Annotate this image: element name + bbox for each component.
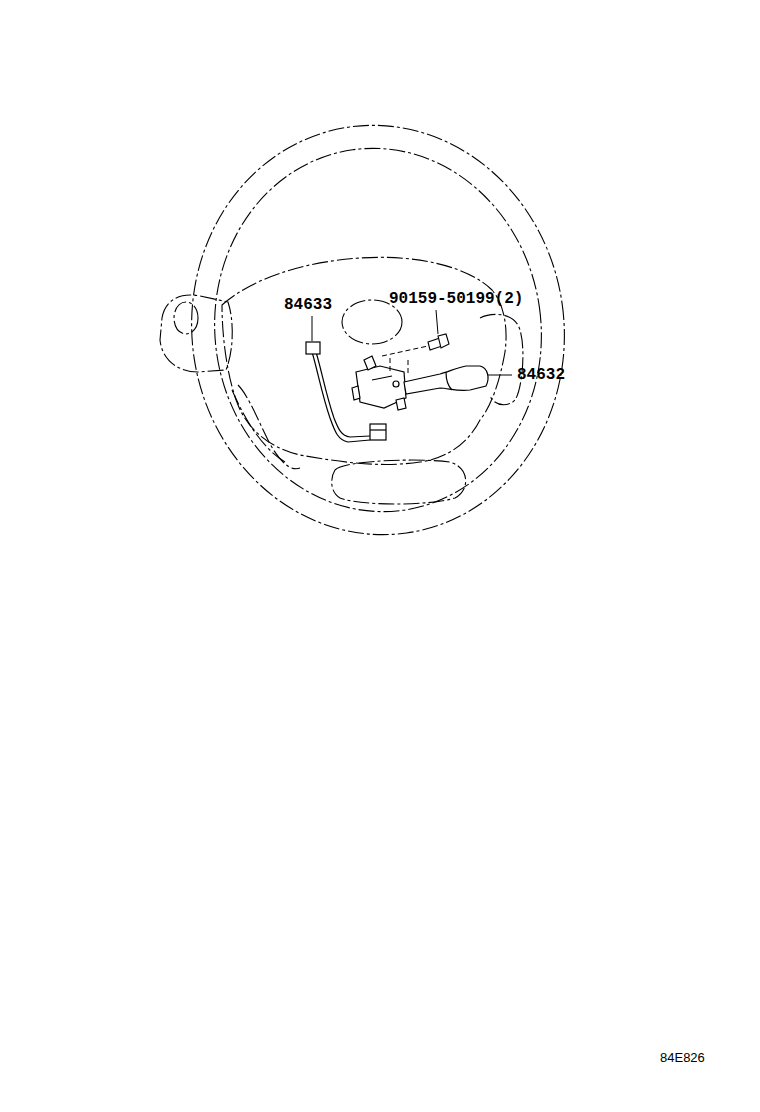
left-spoke — [238, 385, 300, 469]
callout-number: 84632 — [517, 367, 565, 383]
bolt-head — [438, 334, 449, 348]
switch-tab — [352, 386, 360, 400]
callout-number: 84633 — [284, 297, 332, 313]
leader-lines — [312, 310, 512, 375]
lever-detail — [446, 372, 452, 390]
switch-pivot — [393, 381, 399, 387]
left-spoke-inner — [232, 390, 285, 462]
figure-number: 84E826 — [660, 1051, 705, 1064]
switch-detail — [372, 376, 392, 380]
cruise-switch — [352, 356, 488, 410]
wire-connector — [370, 424, 386, 440]
rim-inner — [191, 127, 564, 533]
switch-tab — [396, 398, 406, 410]
leader-line — [488, 375, 512, 376]
bolt-guide — [390, 358, 391, 372]
right-spoke — [480, 314, 523, 404]
switch-tab — [364, 356, 376, 370]
wire — [316, 352, 370, 437]
bolt-guide — [382, 346, 428, 356]
wire-connector — [306, 342, 320, 354]
rim-outer — [165, 101, 590, 559]
lower-spoke — [332, 460, 466, 504]
connector-detail — [370, 429, 386, 430]
column-end — [174, 302, 198, 334]
bolt-guide — [408, 360, 409, 374]
wire-harness — [306, 342, 386, 442]
steering-column — [160, 295, 232, 372]
leader-line — [436, 310, 438, 334]
part-number: 90159-50199(2) — [389, 291, 523, 307]
leader-line — [312, 316, 313, 341]
bolt — [428, 334, 449, 350]
switch-lever — [404, 366, 488, 394]
wheel-phantom-outline — [160, 101, 591, 559]
wire — [312, 352, 370, 442]
install-guides — [382, 346, 428, 374]
